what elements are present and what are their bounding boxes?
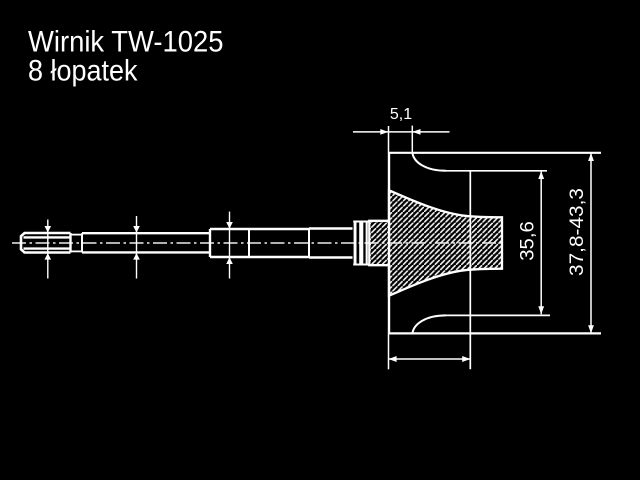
svg-text:Wirnik TW-1025: Wirnik TW-1025 <box>28 26 224 59</box>
svg-text:35,6: 35,6 <box>517 221 539 261</box>
svg-text:8 łopatek: 8 łopatek <box>28 55 138 88</box>
svg-text:5,1: 5,1 <box>390 106 412 123</box>
svg-text:37,8-43,3: 37,8-43,3 <box>566 188 588 276</box>
